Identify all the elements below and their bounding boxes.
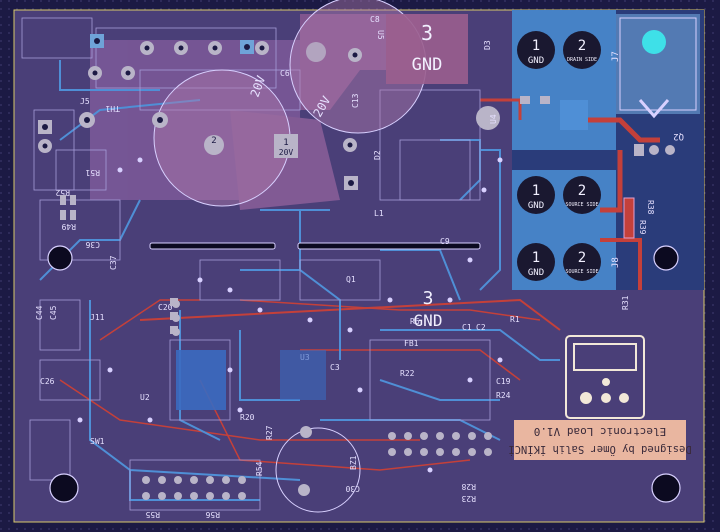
label-r23: R23 xyxy=(461,494,476,503)
label-sw1: SW1 xyxy=(90,437,105,446)
label-c20: C20 xyxy=(158,303,173,312)
mounting-holes xyxy=(47,245,681,503)
label-r52: R52 xyxy=(55,188,70,197)
j8-label: J8 xyxy=(611,257,621,268)
pin-headers xyxy=(142,300,492,500)
gnd-block2-label: GND xyxy=(414,311,443,330)
label-r56: R56 xyxy=(205,510,220,519)
connector-gnd-3: 1 GND xyxy=(517,243,555,281)
label-r22: R22 xyxy=(400,369,415,378)
label-c6: C6 xyxy=(280,69,290,78)
label-c30: C30 xyxy=(345,484,360,493)
title-line-2: Designed by Ömer Salih İKİNCİ xyxy=(508,443,691,456)
label-u5: U5 xyxy=(376,30,385,40)
connector-gnd-3-text: GND xyxy=(528,268,544,278)
label-j5: J5 xyxy=(80,97,90,106)
connector-drain-side-num: 2 xyxy=(578,38,586,54)
label-l1: L1 xyxy=(374,209,384,218)
connector-gnd-2-text: GND xyxy=(528,201,544,211)
terminal-1-20v: 1 20V xyxy=(274,134,298,158)
label-j11: J11 xyxy=(90,313,105,322)
connector-source-side-2-text: SOURCE SIDE xyxy=(565,269,598,275)
terminal-2-a: 2 xyxy=(204,135,224,155)
gnd-block2-number: 3 xyxy=(423,288,434,309)
terminal-1-20v-num: 1 xyxy=(283,138,288,148)
connector-gnd-2: 1 GND xyxy=(517,176,555,214)
connector-drain-side: 2 DRAIN SIDE xyxy=(563,31,601,69)
label-r1: R1 xyxy=(510,315,520,324)
label-d2: D2 xyxy=(373,150,382,160)
label-c13: C13 xyxy=(351,93,360,108)
label-c3: C3 xyxy=(330,363,340,372)
label-c9: C9 xyxy=(440,237,450,246)
title-line-1: Electronic Load V1.0 xyxy=(534,425,666,438)
label-r27: R27 xyxy=(265,425,274,440)
label-r51: R51 xyxy=(85,168,100,177)
label-r20: R20 xyxy=(240,413,255,422)
label-c2: C2 xyxy=(476,323,486,332)
label-r24: R24 xyxy=(496,391,511,400)
label-d3: D3 xyxy=(483,40,492,50)
component-designators: U5 C8 C13 C6 D3 D2 TH1 J5 R51 R52 R49 C3… xyxy=(35,15,520,519)
j7-footprint: J7 Q2 xyxy=(611,30,684,156)
connector-drain-side-text: DRAIN SIDE xyxy=(567,57,597,63)
label-r28: R28 xyxy=(461,482,476,491)
connector-source-side-1-num: 2 xyxy=(578,183,586,199)
connector-gnd-1-text: GND xyxy=(528,56,544,66)
connector-gnd-3-num: 1 xyxy=(532,250,540,266)
label-u2: U2 xyxy=(140,393,150,402)
title-banner: Electronic Load V1.0 Designed by Ömer Sa… xyxy=(508,420,692,460)
label-c26: C26 xyxy=(40,377,55,386)
label-c44: C44 xyxy=(35,305,44,320)
q2-label: Q2 xyxy=(673,131,684,141)
label-c1: C1 xyxy=(462,323,472,332)
cap-20v-label-a: 20V xyxy=(248,74,269,99)
th-pads xyxy=(38,34,362,190)
label-u4: U4 xyxy=(489,114,498,124)
label-q1: Q1 xyxy=(346,275,356,284)
terminal-1-20v-text: 20V xyxy=(279,148,294,157)
power-supply-logo xyxy=(565,335,645,419)
connector-source-side-2-num: 2 xyxy=(578,250,586,266)
terminal-2-a-num: 2 xyxy=(211,136,216,146)
j7-label: J7 xyxy=(611,51,621,62)
vias xyxy=(77,157,503,473)
r39-label: R39 xyxy=(638,220,647,235)
smd-pads xyxy=(60,96,588,410)
connector-source-side-1-text: SOURCE SIDE xyxy=(565,202,598,208)
r38-label: R38 xyxy=(646,200,655,215)
label-r6: R6 xyxy=(410,317,420,326)
connector-gnd-1-num: 1 xyxy=(532,38,540,54)
label-c45: C45 xyxy=(49,305,58,320)
connector-source-side-1: 2 SOURCE SIDE xyxy=(563,176,601,214)
connector-source-side-2: 2 SOURCE SIDE xyxy=(563,243,601,281)
r31-label: R31 xyxy=(621,295,630,310)
label-r49: R49 xyxy=(61,222,76,231)
gnd-block-2: 3 GND xyxy=(414,288,443,330)
label-c8: C8 xyxy=(370,15,380,24)
silkscreen-outlines xyxy=(21,17,491,511)
connector-gnd-1: 1 GND xyxy=(517,31,555,69)
gnd-block: 3 GND xyxy=(386,14,468,84)
label-c36: C36 xyxy=(85,240,100,249)
label-th1: TH1 xyxy=(105,104,120,113)
gnd-block-label: GND xyxy=(412,55,443,75)
label-r55: R55 xyxy=(145,510,160,519)
label-bz1: BZ1 xyxy=(349,455,358,470)
connector-gnd-2-num: 1 xyxy=(532,183,540,199)
label-c19: C19 xyxy=(496,377,511,386)
label-fb1: FB1 xyxy=(404,339,419,348)
r38-r39: R38 R39 J8 R31 xyxy=(611,197,655,310)
label-r54: R54 xyxy=(255,461,264,476)
gnd-block-number: 3 xyxy=(421,21,433,45)
label-c37: C37 xyxy=(109,255,118,270)
heatsink-slots xyxy=(149,242,481,250)
